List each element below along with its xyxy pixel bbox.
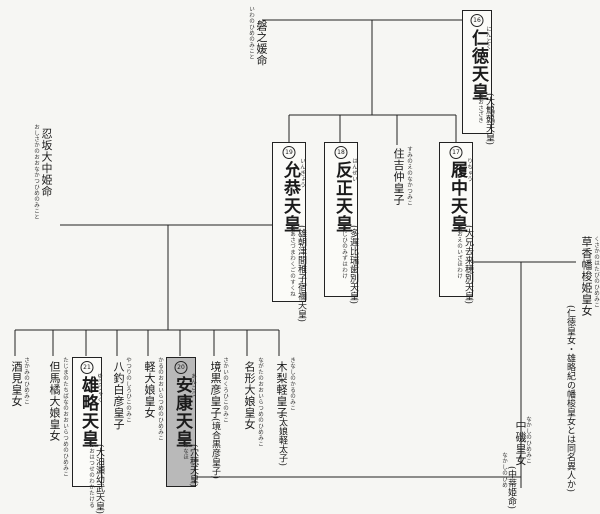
suminoe-reading: すみのえのなかつみこ xyxy=(406,146,412,206)
nakashi-reading: なかしのひめみこ xyxy=(525,416,531,464)
nakashi-alt-name: (中蒂姫命) xyxy=(506,466,516,510)
iwanohime-reading: いわのひめのみこと xyxy=(248,6,254,60)
suminoe-name: 住吉仲皇子 xyxy=(392,148,405,206)
yuryaku-name: 雄略天皇 xyxy=(78,376,98,448)
reign-number-badge: 20 xyxy=(174,361,188,374)
anko-alt-name: (穴穂天皇) xyxy=(188,444,198,488)
sakami-name: 酒見皇女 xyxy=(10,361,23,407)
ingyo-reading: いんぎょう xyxy=(299,158,305,188)
nagata-name: 名形大娘皇女 xyxy=(243,361,256,430)
sakai-reading: さかいのくろひこのみこ xyxy=(222,357,228,423)
emperor-yuryaku-box: 21 ゆうりゃく 雄略天皇 おおはつせのわかたける (大泊瀬幼武天皇) xyxy=(72,357,104,514)
emperor-richu-box: 17 りちゅう 履中天皇 おおえのいざほわけ (大兄去来穂別天皇) xyxy=(439,142,473,304)
sakami-reading: さかみのひめみこ xyxy=(23,357,29,405)
reign-number-badge: 16 xyxy=(470,14,484,27)
ingyo-alt-name: (雄朝津間稚子宿禰天皇) xyxy=(296,225,306,323)
emperor-nintoku-box: 16 にんとく 仁徳天皇 おおさざき (大鷦鷯天皇) xyxy=(462,10,494,145)
nakashi-name: 中磯皇女 xyxy=(514,420,527,466)
richu-alt-name: (大兄去来穂別天皇) xyxy=(463,225,473,305)
ingyo-name: 允恭天皇 xyxy=(280,161,300,233)
kusaka-name: 草香幡梭姫皇女 xyxy=(580,236,593,317)
reign-number-badge: 19 xyxy=(282,146,296,159)
anko-alt-reading: あなほ xyxy=(182,442,188,460)
richu-reading: りちゅう xyxy=(466,158,472,182)
sakai-alt-name: (境合黒彦皇子) xyxy=(210,418,220,480)
kinashi-reading: きなしのかるのみこ xyxy=(289,357,295,411)
nintoku-name: 仁徳天皇 xyxy=(468,29,488,101)
sakai-name: 境黒彦皇子 xyxy=(209,361,222,419)
hanzei-reading: はんぜい xyxy=(351,158,357,182)
nintoku-reading: にんとく xyxy=(485,26,491,50)
richu-name: 履中天皇 xyxy=(447,161,467,233)
reign-number-badge: 21 xyxy=(80,361,94,374)
kusaka-reading: くさかのはたびのひめみこ xyxy=(593,236,599,308)
karuno-name: 軽大娘皇女 xyxy=(143,361,156,419)
hanzei-alt-name: (多遅比瑞歯別天皇) xyxy=(348,225,358,305)
osaka-reading: おしさかのおおなかつひめのみこと xyxy=(33,124,39,220)
tajima-reading: たじまのたちばなのおおいらつめのひめみこ xyxy=(62,357,68,477)
nakashi-alt-reading: なかしのひめ xyxy=(501,452,507,488)
yuryaku-reading: ゆうりゃく xyxy=(96,373,102,403)
iwanohime-name: 磐之媛命 xyxy=(255,20,268,66)
emperor-hanzei-box: 18 はんぜい 反正天皇 たじひのみずはわけ (多遅比瑞歯別天皇) xyxy=(324,142,358,304)
reign-number-badge: 17 xyxy=(449,146,463,159)
kusaka-note: (仁徳皇女・雄略紀の幡梭皇女とは同名異人か) xyxy=(565,305,575,493)
nintoku-alt-name: (大鷦鷯天皇) xyxy=(484,93,494,146)
kinashi-name: 木梨軽皇子 xyxy=(275,361,288,419)
nintoku-alt-reading: おおさざき xyxy=(477,93,483,123)
karuno-reading: かるのおおいらつめのひめみこ xyxy=(157,357,163,441)
yuryaku-alt-reading: おおはつせのわかたける xyxy=(88,442,94,508)
kinashi-alt-name: (太娘軽太子) xyxy=(277,414,287,467)
yatsuri-reading: やつりのしろひこのみこ xyxy=(125,357,131,423)
emperor-anko-box: 20 あんこう 安康天皇 あなほ (穴穂天皇) xyxy=(166,357,198,487)
hanzei-name: 反正天皇 xyxy=(332,161,352,233)
tajima-name: 但馬橘大娘皇女 xyxy=(48,361,61,442)
osaka-name: 忍坂大中姫命 xyxy=(40,128,53,197)
anko-name: 安康天皇 xyxy=(172,376,192,448)
reign-number-badge: 18 xyxy=(334,146,348,159)
ingyo-alt-reading: おあさづまわくごのすくね xyxy=(289,225,295,297)
hanzei-alt-reading: たじひのみずはわけ xyxy=(341,225,347,279)
anko-reading: あんこう xyxy=(190,373,196,397)
emperor-ingyo-box: 19 いんぎょう 允恭天皇 おあさづまわくごのすくね (雄朝津間稚子宿禰天皇) xyxy=(272,142,306,322)
nagata-reading: ながたのおおいらつめのひめみこ xyxy=(257,357,263,447)
yatsuri-name: 八釣白彦皇子 xyxy=(112,361,125,430)
richu-alt-reading: おおえのいざほわけ xyxy=(456,225,462,279)
yuryaku-alt-name: (大泊瀬幼武天皇) xyxy=(94,444,104,514)
